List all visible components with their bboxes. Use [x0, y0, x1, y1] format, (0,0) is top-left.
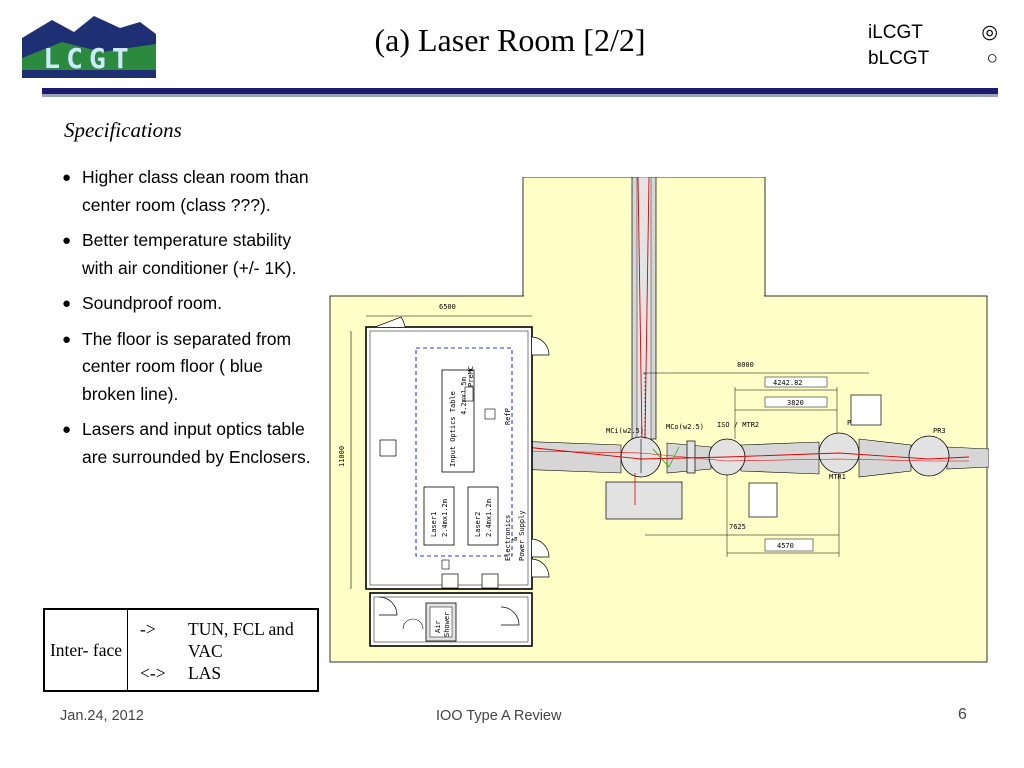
mco-label: MCo(w2.5): [666, 423, 704, 431]
page-number: 6: [958, 706, 967, 723]
door: [378, 596, 398, 616]
door: [531, 558, 550, 578]
duct-segment: [858, 438, 912, 478]
beam-line: [524, 446, 970, 460]
dimension-label: 3820: [787, 399, 804, 407]
status-ilcgt: iLCGT ◎: [868, 20, 998, 46]
laser1-label: Laser1: [430, 512, 438, 537]
equipment-box: [379, 439, 397, 457]
equipment-box: [850, 394, 882, 426]
logo-text: LCGT: [43, 42, 134, 75]
status-label: iLCGT: [868, 22, 923, 43]
duct-segment: [740, 441, 820, 475]
beam-line: [644, 177, 650, 440]
dimension-label: 4242.82: [773, 379, 803, 387]
bullet-icon: ●: [62, 169, 72, 186]
dimension-label: 7625: [729, 523, 746, 531]
door: [402, 618, 424, 630]
status-blcgt: bLCGT ○: [868, 46, 998, 72]
iot-label: Input Optics Table: [449, 391, 457, 467]
beam-line: [524, 450, 969, 462]
duct-inner: [636, 177, 652, 440]
footer-date: Jan.24, 2012: [60, 708, 144, 724]
mci-label: MCi(w2.5): [606, 427, 644, 435]
list-item: ●Lasers and input optics table are surro…: [62, 416, 318, 471]
specifications-heading: Specifications: [64, 118, 182, 142]
air-shower-inner: [429, 606, 453, 638]
logo-graphic: LCGT: [22, 16, 156, 78]
interface-rows: -> TUN, FCL and VAC <-> LAS: [128, 610, 317, 690]
list-item: ●Higher class clean room than center roo…: [62, 164, 318, 219]
dimension-label: 4570: [777, 542, 794, 550]
double-circle-icon: ◎: [981, 22, 998, 43]
equipment-box: [605, 481, 683, 520]
interface-label: Inter- face: [45, 610, 128, 690]
list-item: ●The floor is separated from center room…: [62, 326, 318, 409]
equipment-box: [441, 573, 459, 589]
laser2-size-label: 2.4mx1.2m: [485, 499, 493, 537]
power-supply-label: Power Supply: [518, 510, 526, 561]
bullet-icon: ●: [62, 295, 72, 312]
interface-row: <-> LAS: [140, 662, 317, 684]
interface-row: -> TUN, FCL and VAC: [140, 618, 317, 662]
dimension-box: [764, 376, 828, 388]
interface-target: LAS: [188, 663, 222, 683]
laser1-size-label: 2.4mx1.2m: [441, 499, 449, 537]
beam-line: [637, 177, 643, 440]
equipment-box: [441, 559, 450, 570]
bullet-icon: ●: [62, 330, 72, 348]
door: [500, 606, 520, 626]
laser-room-floor-plan: 8000 4242.82 3820 7625 4570 MCi(w2.5) MC…: [329, 177, 989, 663]
dimension-box: [764, 538, 814, 552]
air-label: Air: [434, 620, 442, 633]
laser2-enclosure: [467, 486, 499, 546]
lcgt-logo: LCGT: [22, 14, 156, 78]
arrow-label: <->: [140, 663, 166, 683]
mtr1-label: MTR1: [829, 473, 846, 481]
dimension-label: 11000: [338, 446, 346, 467]
refp-label: RefP: [504, 408, 512, 425]
green-beam: [652, 448, 670, 468]
electronics-amp: &: [511, 536, 519, 541]
laser1-enclosure: [423, 486, 455, 546]
green-beam: [668, 446, 680, 468]
iso-label: ISO / MTR2: [717, 421, 759, 429]
premc-box: [464, 386, 474, 402]
laser2-label: Laser2: [474, 512, 482, 537]
specifications-list: ●Higher class clean room than center roo…: [62, 164, 318, 479]
dimension-label: 6500: [439, 303, 456, 311]
header-divider: [42, 88, 998, 94]
slide-title: (a) Laser Room [2/2]: [374, 22, 646, 58]
door: [374, 316, 406, 328]
status-label: bLCGT: [868, 48, 930, 69]
refp-box: [484, 408, 496, 420]
list-item: ●Better temperature stability with air c…: [62, 227, 318, 282]
bullet-icon: ●: [62, 421, 72, 438]
pr3-chamber: [908, 435, 950, 477]
mco-mount: [686, 440, 696, 474]
equipment-box: [748, 482, 778, 518]
interface-target: TUN, FCL and VAC: [188, 619, 294, 661]
interface-table: Inter- face -> TUN, FCL and VAC <-> LAS: [43, 608, 319, 692]
p-label: P: [847, 419, 851, 427]
status-legend: iLCGT ◎ bLCGT ○: [868, 20, 998, 72]
separated-floor-boundary: [415, 347, 513, 557]
electronics-label: Electronics: [504, 515, 512, 561]
premc-label: PreMC: [467, 366, 475, 387]
door: [531, 336, 550, 356]
door: [531, 538, 550, 558]
iot-size-label: 4.2mx1.5m: [460, 377, 468, 415]
anteroom-inner-wall: [373, 596, 529, 643]
bullet-icon: ●: [62, 232, 72, 249]
shower-label: Shower: [443, 612, 451, 637]
pr3-label: PR3: [933, 427, 946, 435]
arrow-label: ->: [140, 619, 156, 639]
list-item: ●Soundproof room.: [62, 290, 318, 318]
dimension-label: 8000: [737, 361, 754, 369]
circle-icon: ○: [986, 48, 998, 69]
dimension-box: [764, 396, 828, 408]
equipment-box: [481, 573, 499, 589]
footer-center: IOO Type A Review: [436, 708, 562, 724]
